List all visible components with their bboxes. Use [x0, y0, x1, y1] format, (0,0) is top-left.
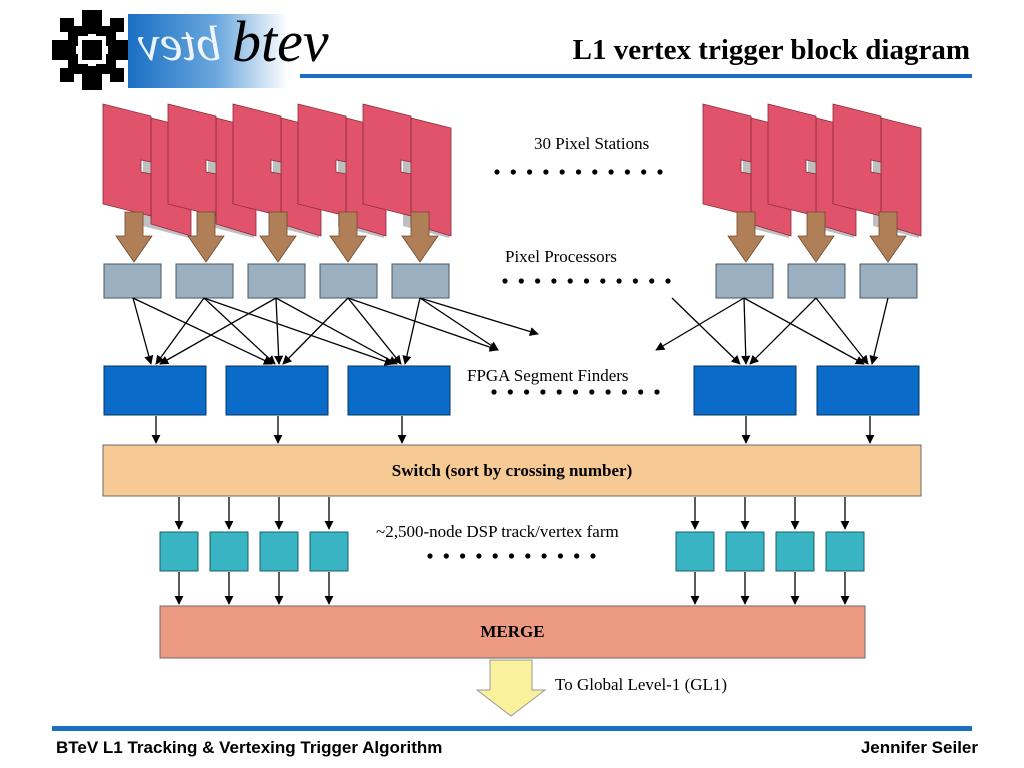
- fpga-segment-finder: [816, 365, 920, 416]
- dsp-node: [825, 531, 865, 572]
- pixel-processor: [175, 263, 234, 299]
- merge-block: [159, 605, 866, 659]
- connector: [402, 297, 421, 365]
- connector: [869, 297, 889, 365]
- connector: [203, 297, 276, 365]
- connector: [749, 297, 817, 365]
- fpga-to-switch-arrows: [151, 416, 875, 444]
- connector: [671, 297, 741, 365]
- down-arrow-icon: [329, 211, 367, 263]
- label-dsp-farm: ~2,500-node DSP track/vertex farm: [376, 522, 619, 541]
- fpga-segment-finder: [225, 365, 329, 416]
- pixel-processor: [391, 263, 450, 299]
- connector: [815, 297, 869, 365]
- connector: [132, 297, 273, 365]
- connector: [155, 297, 205, 365]
- footer-presentation-title: BTeV L1 Tracking & Vertexing Trigger Alg…: [56, 738, 443, 757]
- footer-author: Jennifer Seiler: [860, 738, 978, 757]
- connector: [275, 297, 398, 365]
- fpga-segment-finder: [103, 365, 207, 416]
- fpga-segment-finder: [693, 365, 797, 416]
- pixel-processor: [715, 263, 774, 299]
- label-global-level: To Global Level-1 (GL1): [555, 675, 728, 694]
- down-arrow-icon: [869, 211, 907, 263]
- merge-label: MERGE: [480, 622, 545, 641]
- fpga-segment-finder: [347, 365, 451, 416]
- dsp-node: [209, 531, 249, 572]
- connector: [347, 297, 402, 365]
- connector: [741, 297, 751, 365]
- dsp-node: [159, 531, 199, 572]
- connector: [347, 297, 499, 352]
- dsp-node: [675, 531, 715, 572]
- logo-banner: [128, 14, 288, 88]
- dsp-node: [259, 531, 299, 572]
- label-pixel-stations: 30 Pixel Stations: [534, 134, 650, 153]
- pixel-processor: [787, 263, 846, 299]
- ellipsis-dots: [491, 389, 660, 395]
- switch-block: [102, 444, 922, 497]
- connector: [282, 297, 349, 365]
- down-arrow-icon: [259, 211, 297, 263]
- ellipsis-dots: [427, 553, 596, 559]
- logo: btev btev: [52, 9, 382, 90]
- connector: [159, 297, 277, 365]
- pixel-station: [832, 103, 922, 238]
- pixel-processor: [859, 263, 918, 299]
- connector: [419, 297, 499, 351]
- down-arrow-icon: [115, 211, 153, 263]
- connector: [132, 297, 154, 365]
- logo-text: btev: [232, 9, 329, 74]
- pixel-processor: [319, 263, 378, 299]
- pixel-processor: [103, 263, 162, 299]
- dsp-node: [309, 531, 349, 572]
- label-segment-finders: FPGA Segment Finders: [467, 366, 629, 385]
- ellipsis-dots: [502, 278, 671, 284]
- header-rule: [300, 74, 972, 78]
- pixel-processor: [247, 263, 306, 299]
- connector: [203, 297, 394, 366]
- page-title: L1 vertex trigger block diagram: [572, 34, 970, 66]
- pixel-station: [362, 103, 452, 238]
- down-arrow-icon: [797, 211, 835, 263]
- dsp-node: [775, 531, 815, 572]
- fermilab-logo-icon: [52, 10, 132, 90]
- switch-label: Switch (sort by crossing number): [391, 461, 633, 480]
- connector: [274, 297, 284, 365]
- connector: [419, 297, 539, 336]
- connector: [655, 297, 745, 351]
- down-arrow-icon: [187, 211, 225, 263]
- down-arrow-icon: [401, 211, 439, 263]
- ellipsis-dots: [494, 169, 663, 175]
- connector: [743, 297, 865, 365]
- down-arrow-icon: [727, 211, 765, 263]
- footer-rule: [52, 726, 972, 731]
- label-pixel-processors: Pixel Processors: [505, 247, 617, 266]
- dsp-node: [725, 531, 765, 572]
- processor-to-fpga-connections: [132, 297, 889, 366]
- output-arrow: [475, 659, 547, 717]
